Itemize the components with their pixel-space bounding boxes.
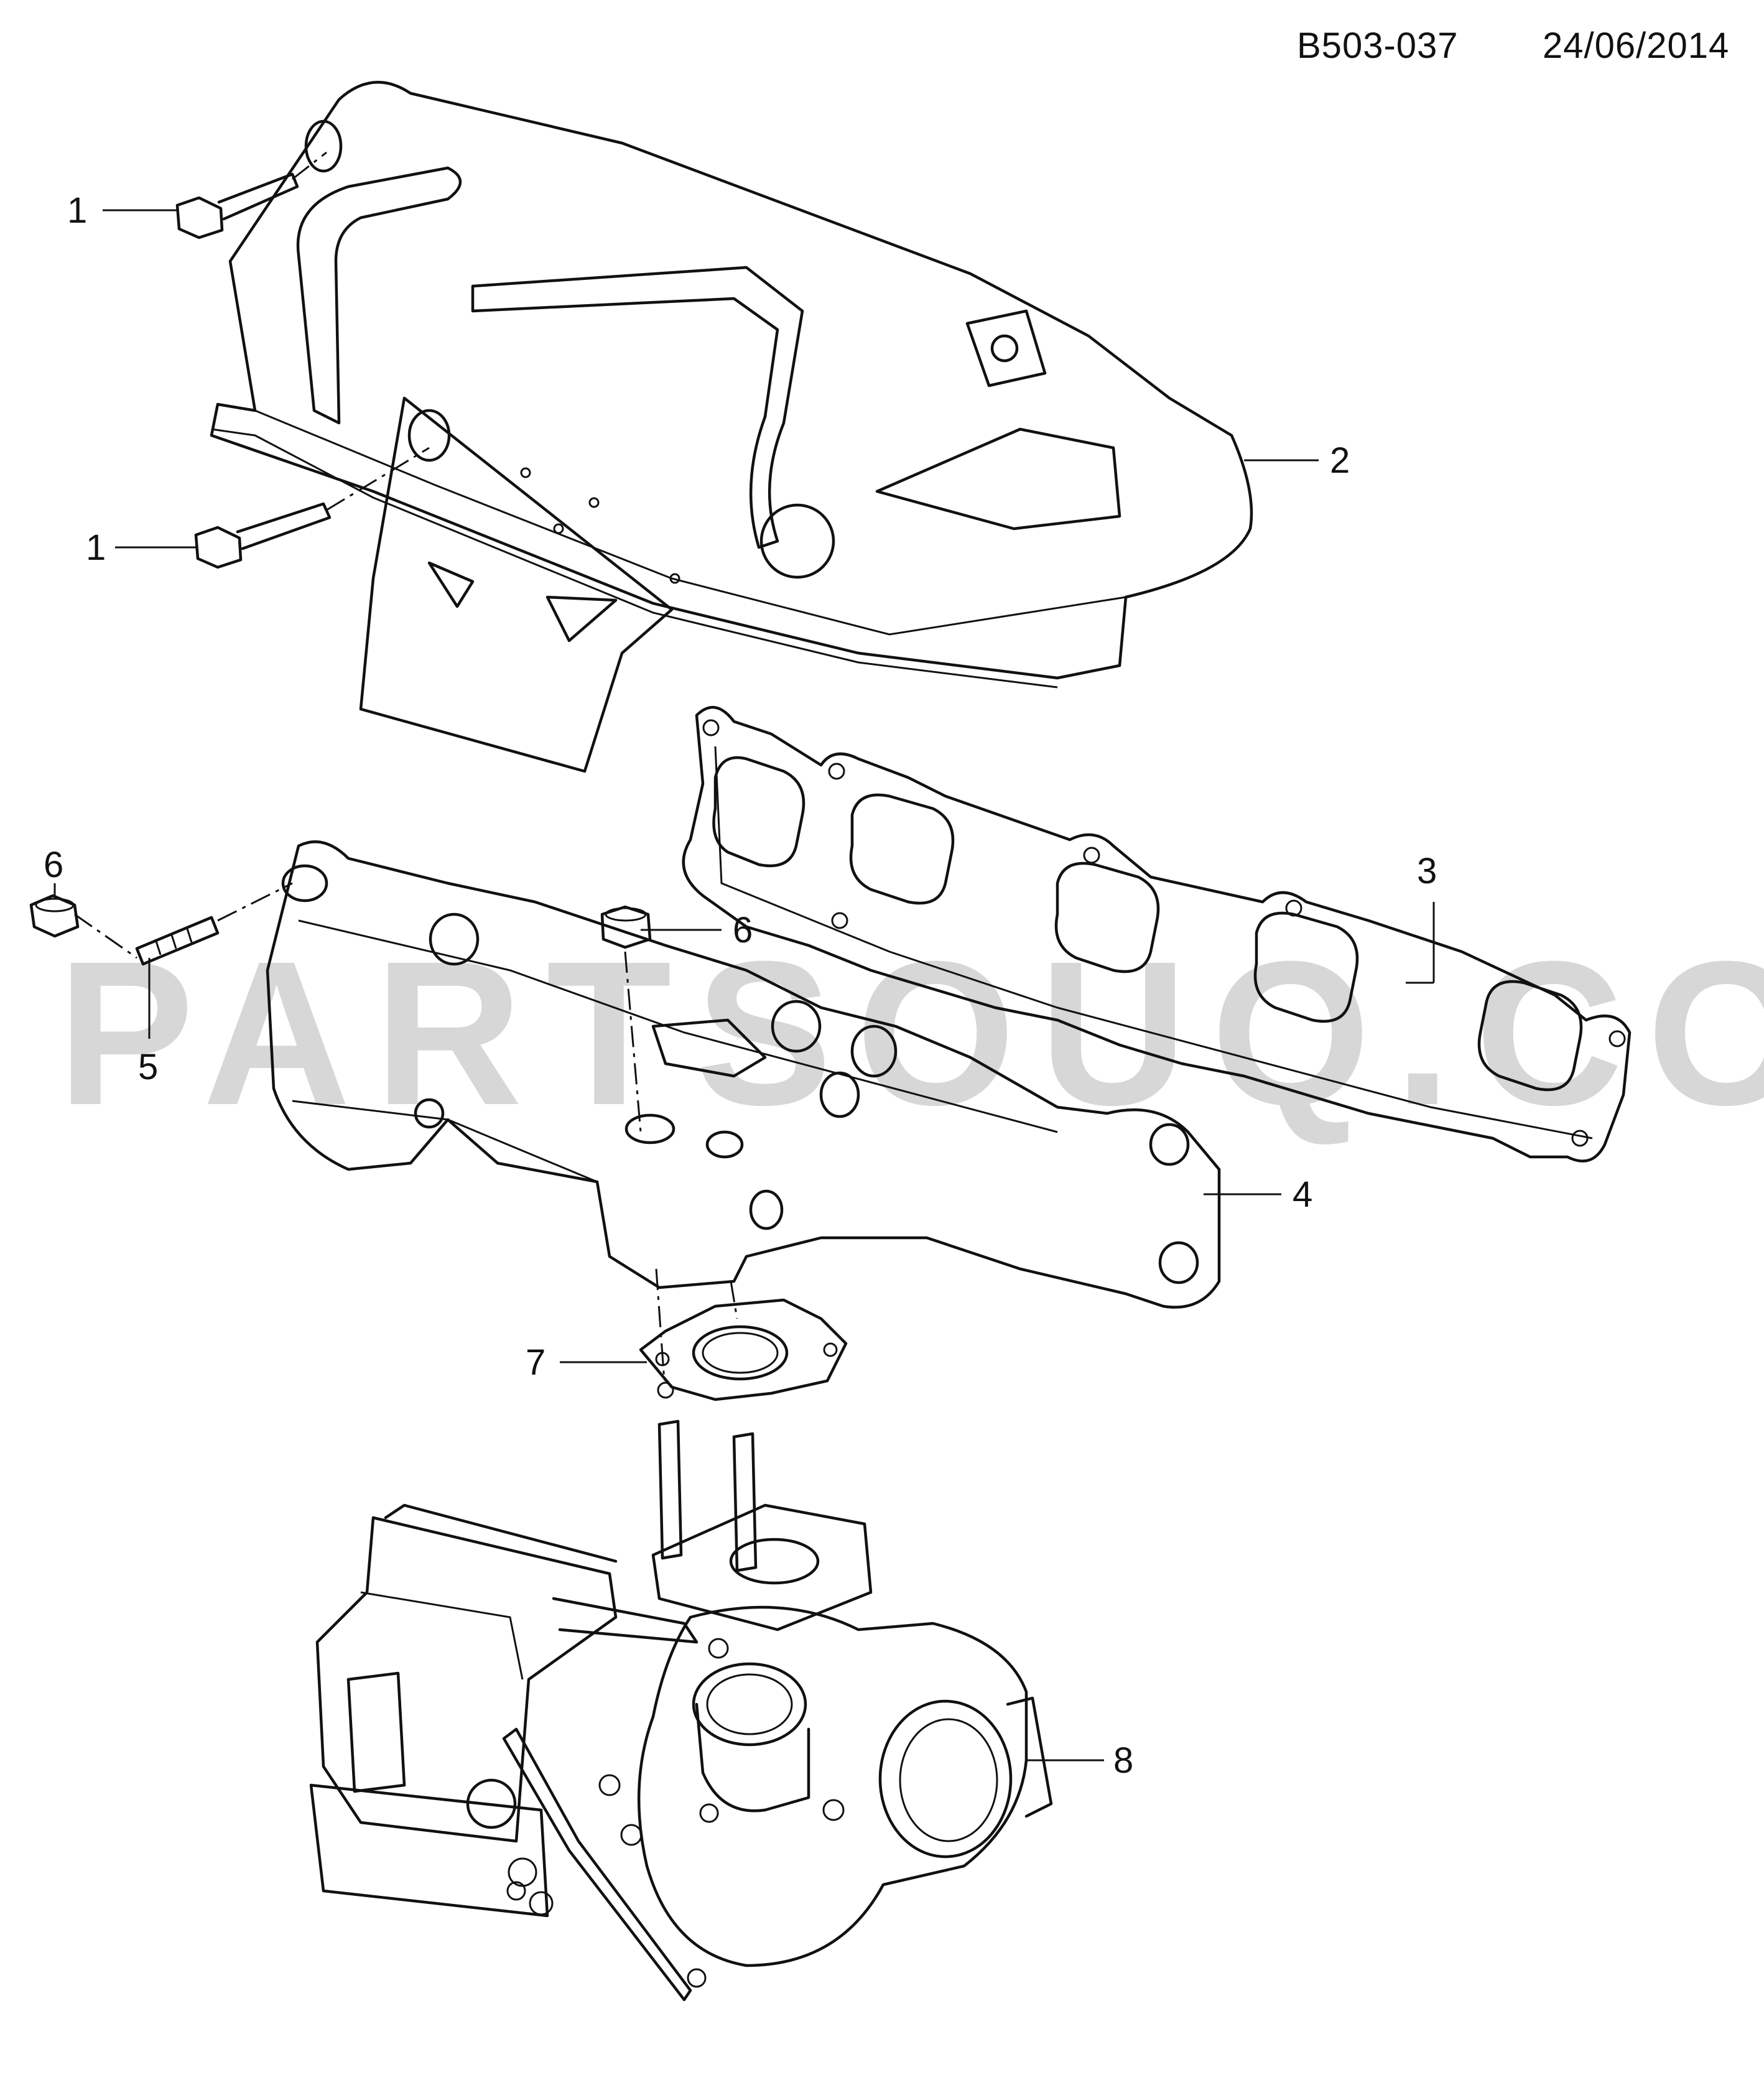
flange-nut-icon[interactable] [29,894,80,938]
callout-7: 7 [526,1342,545,1383]
callout-1-lower: 1 [86,527,106,568]
flange-nut-icon[interactable] [600,905,652,1133]
diagram-code: B503-037 [1297,26,1459,66]
callout-2: 2 [1330,440,1350,481]
leader-lines [53,209,1435,1762]
flange-bolt-icon[interactable] [194,447,430,569]
callout-6-center: 6 [733,910,753,950]
stud-icon[interactable] [74,882,293,966]
exhaust-manifold-icon[interactable] [266,840,1221,1309]
callout-6-left: 6 [44,845,63,885]
turbo-gasket-icon[interactable] [639,1268,848,1401]
callout-1-upper: 1 [67,190,87,231]
callout-8: 8 [1113,1740,1133,1781]
turbocharger-icon[interactable] [309,1419,1053,2002]
diagram-date: 24/06/2014 [1543,26,1730,66]
callout-4: 4 [1293,1174,1312,1215]
flange-bolt-icon[interactable] [175,151,327,239]
callout-5: 5 [138,1047,158,1087]
callout-3: 3 [1417,851,1437,891]
manifold-gasket-icon[interactable] [682,705,1632,1163]
heat-shield-icon[interactable] [210,81,1253,773]
